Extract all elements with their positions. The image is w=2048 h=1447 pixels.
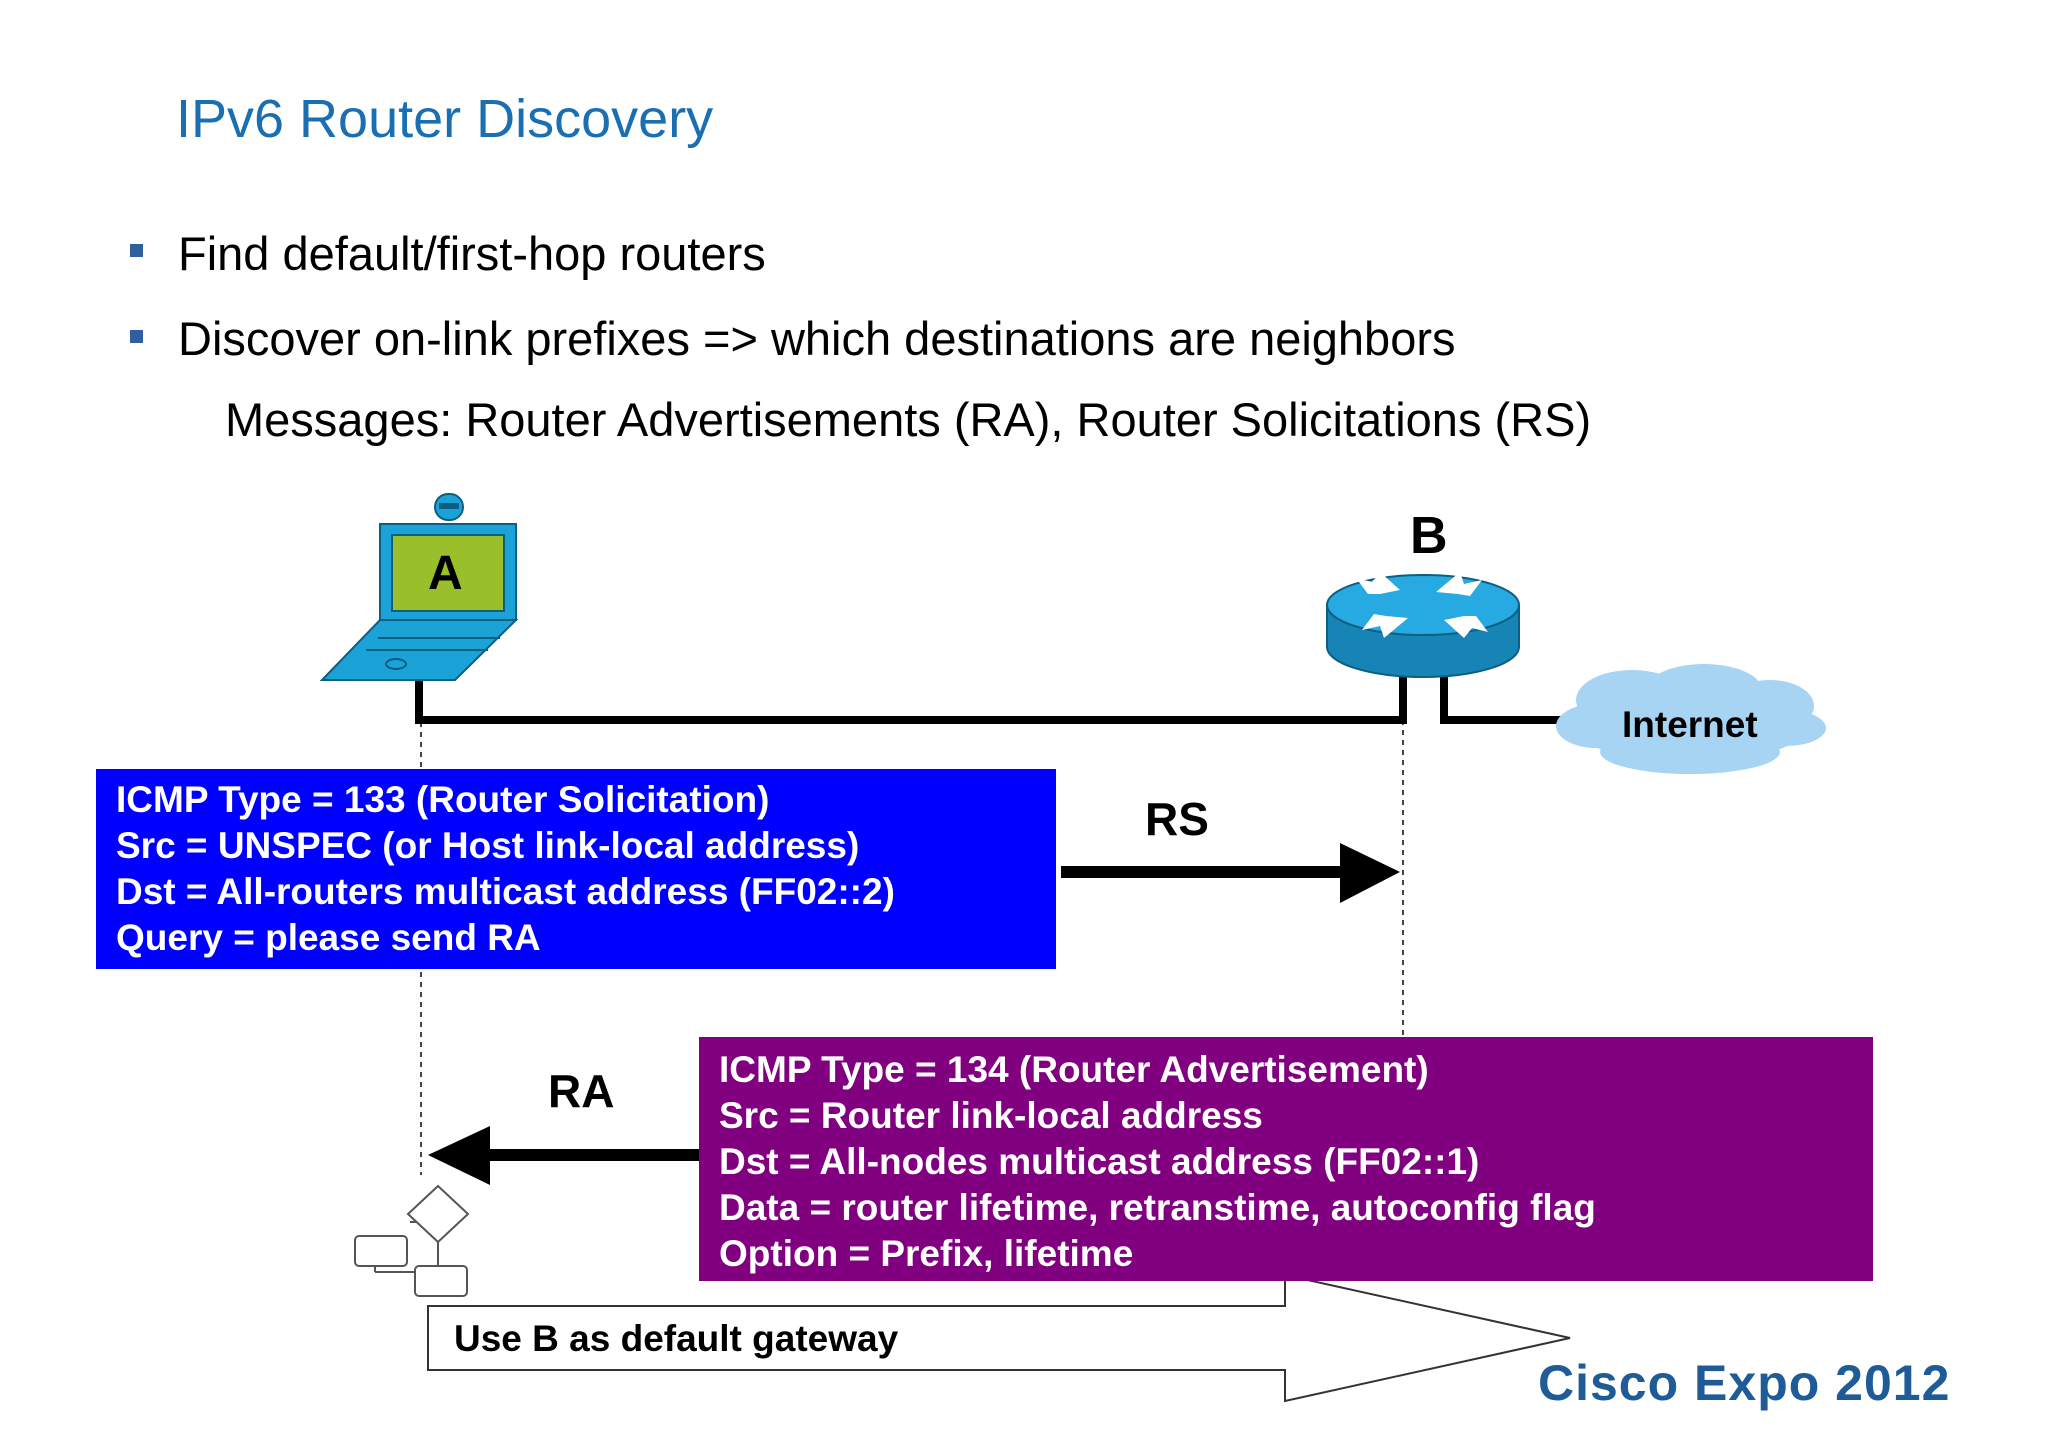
slide-title: IPv6 Router Discovery — [176, 89, 714, 149]
laptop-icon — [319, 493, 519, 681]
ra-arrow — [428, 1126, 702, 1185]
internet-link — [1440, 672, 1565, 724]
rs-line: ICMP Type = 133 (Router Solicitation) — [116, 779, 770, 820]
rs-line: Dst = All-routers multicast address (FF0… — [116, 871, 895, 912]
host-label: A — [428, 547, 463, 600]
rs-line: Query = please send RA — [116, 917, 541, 958]
gateway-outline-arrow — [427, 1273, 1571, 1403]
bullet-marker — [130, 244, 143, 257]
rs-line: Src = UNSPEC (or Host link-local address… — [116, 825, 860, 866]
ra-line: Dst = All-nodes multicast address (FF02:… — [719, 1141, 1480, 1182]
messages-subtext: Messages: Router Advertisements (RA), Ro… — [225, 393, 1592, 446]
bullet-marker — [130, 330, 143, 343]
ra-label: RA — [548, 1065, 615, 1117]
ra-line: Src = Router link-local address — [719, 1095, 1263, 1136]
ra-message-box: ICMP Type = 134 (Router Advertisement) S… — [699, 1037, 1873, 1281]
ra-line: Option = Prefix, lifetime — [719, 1233, 1134, 1274]
gateway-text: Use B as default gateway — [454, 1318, 899, 1359]
bullet-text: Discover on-link prefixes => which desti… — [178, 312, 1456, 365]
ra-line: Data = router lifetime, retranstime, aut… — [719, 1187, 1596, 1228]
router-label: B — [1410, 507, 1448, 565]
rs-message-box: ICMP Type = 133 (Router Solicitation) Sr… — [96, 769, 1056, 969]
flowchart-icon — [354, 1184, 470, 1297]
rs-arrow — [1061, 843, 1400, 903]
bullet-text: Find default/first-hop routers — [178, 227, 766, 280]
internet-label: Internet — [1622, 704, 1758, 745]
brand-logo-text: Cisco Expo 2012 — [1538, 1355, 1951, 1411]
router-icon — [1326, 572, 1520, 678]
internet-cloud-icon — [1556, 664, 1826, 774]
ra-line: ICMP Type = 134 (Router Advertisement) — [719, 1049, 1429, 1090]
rs-label: RS — [1145, 793, 1209, 845]
